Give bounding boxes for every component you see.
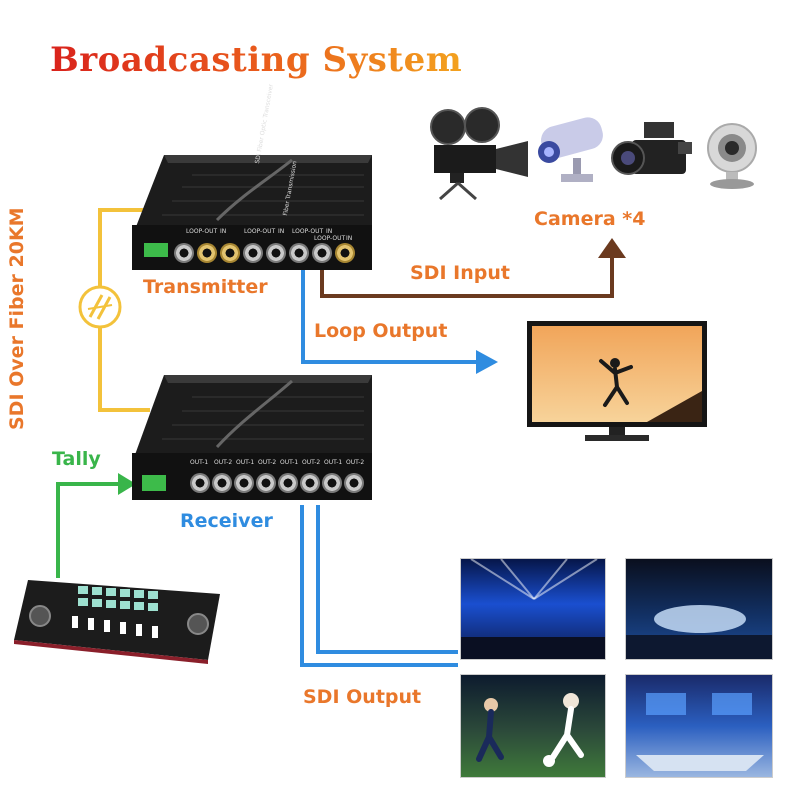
sdi-input-label: SDI Input — [410, 262, 510, 284]
output-screen-concert — [460, 558, 606, 660]
transmitter-device: SDI Fiber Optic Transceiver Fiber Transm… — [132, 84, 372, 270]
output-screen-studio — [625, 674, 773, 778]
bnc-connector — [197, 243, 217, 263]
cctv-camera-icon — [538, 117, 603, 182]
mixing-console-icon — [14, 580, 220, 664]
tx-port-label: LOOP-OUT — [244, 228, 276, 235]
bnc-connector — [335, 243, 355, 263]
tv-monitor-icon — [527, 321, 707, 441]
bnc-connector — [234, 473, 254, 493]
webcam-icon — [707, 123, 757, 189]
sdi-output-line-outer — [300, 505, 458, 667]
tally-arrow — [118, 473, 136, 495]
output-screen-stage — [625, 558, 773, 660]
tx-port-label: LOOP-OUT — [314, 235, 346, 242]
tx-port-label: LOOP-OUT — [292, 228, 324, 235]
bnc-connector — [220, 243, 240, 263]
tx-port-label: IN — [278, 228, 285, 235]
rx-port-label: OUT-2 — [302, 459, 321, 466]
bnc-connector — [243, 243, 263, 263]
transmitter-terminal-block — [144, 243, 168, 257]
bnc-connector — [300, 473, 320, 493]
rx-port-label: OUT-2 — [258, 459, 277, 466]
transmitter-label: Transmitter — [143, 276, 268, 298]
bnc-connector — [212, 473, 232, 493]
bnc-connector — [312, 243, 332, 263]
fiber-label: SDI Over Fiber 20KM — [6, 207, 28, 430]
bnc-connector — [190, 473, 210, 493]
output-screen-soccer — [460, 674, 606, 778]
rx-port-label: OUT-1 — [236, 459, 255, 466]
sdi-output-line-inner — [316, 505, 458, 654]
tx-port-label: IN — [220, 228, 227, 235]
bnc-connector — [278, 473, 298, 493]
rx-port-label: OUT-2 — [214, 459, 233, 466]
receiver-label: Receiver — [180, 510, 273, 532]
camera-label: Camera *4 — [534, 208, 646, 230]
receiver-device: OUT-1 OUT-2 OUT-1 OUT-2 OUT-1 OUT-2 OUT-… — [132, 375, 372, 500]
bnc-connector — [174, 243, 194, 263]
tx-port-label: IN — [346, 235, 353, 242]
sdi-input-arrow — [598, 238, 626, 258]
bnc-connector — [322, 473, 342, 493]
sdi-input-line — [320, 256, 614, 298]
rx-port-label: OUT-1 — [280, 459, 299, 466]
tx-port-label: IN — [326, 228, 333, 235]
loop-output-line — [301, 268, 478, 364]
loop-output-arrow — [476, 350, 498, 374]
fiber-symbol-icon — [78, 285, 122, 329]
rx-port-label: OUT-1 — [324, 459, 343, 466]
bnc-connector — [289, 243, 309, 263]
bnc-connector — [344, 473, 364, 493]
rx-port-label: OUT-2 — [346, 459, 365, 466]
bnc-connector — [256, 473, 276, 493]
receiver-terminal-block — [142, 475, 166, 491]
rx-port-label: OUT-1 — [190, 459, 209, 466]
film-camera-icon — [430, 107, 528, 200]
tally-label: Tally — [52, 448, 101, 470]
sdi-output-label: SDI Output — [303, 686, 422, 708]
tx-port-label: LOOP-OUT — [186, 228, 218, 235]
camcorder-icon — [611, 122, 692, 175]
loop-output-label: Loop Output — [314, 320, 448, 342]
tally-line — [56, 482, 120, 578]
bnc-connector — [266, 243, 286, 263]
page-title: Broadcasting System — [50, 40, 463, 80]
